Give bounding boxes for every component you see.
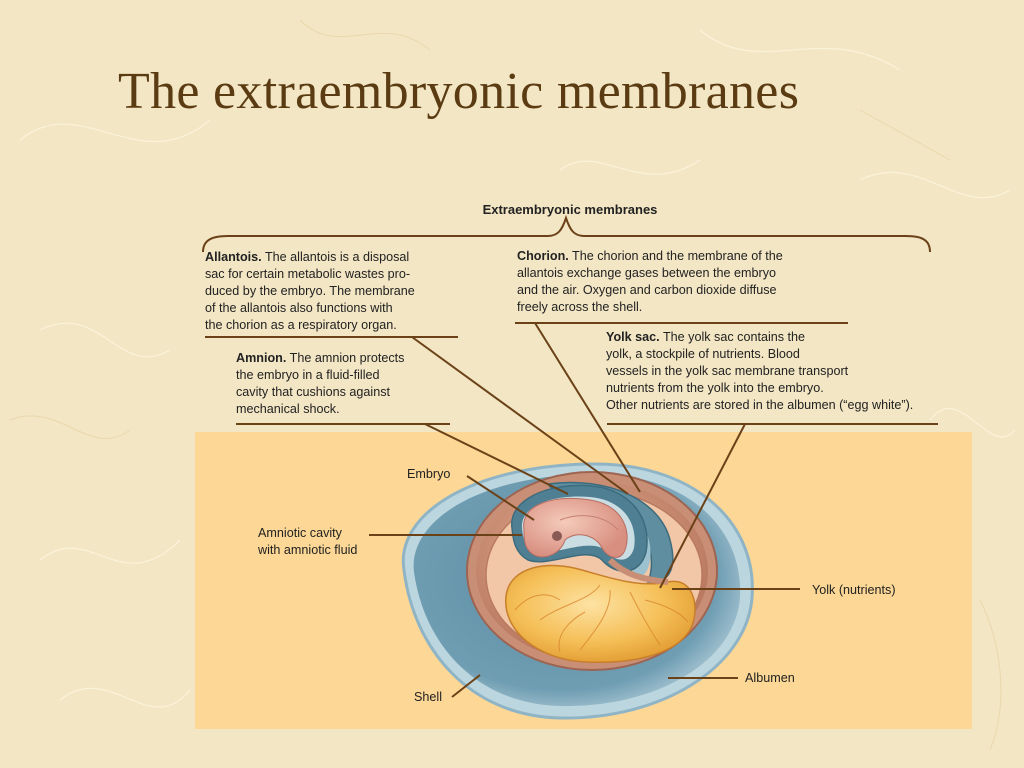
allantois-term: Allantois. <box>205 250 262 264</box>
yolk-stalk <box>607 557 669 585</box>
amnion-line: cavity that cushions against <box>236 385 391 399</box>
description-underlines <box>205 322 938 425</box>
header-brace <box>202 214 931 253</box>
leader-lines <box>369 322 800 698</box>
embryo-label: Embryo <box>407 467 451 481</box>
allantois-description: Allantois. The allantois is a disposal s… <box>205 249 415 334</box>
amnion-term: Amnion. <box>236 351 287 365</box>
yolk-shape <box>505 564 696 664</box>
allantois-line: sac for certain metabolic wastes pro- <box>205 267 411 281</box>
chorion-line: allantois exchange gases between the emb… <box>517 266 777 280</box>
allantois-line: of the allantois also functions with <box>205 301 393 315</box>
allantois-line: duced by the embryo. The membrane <box>205 284 415 298</box>
chorion-line: and the air. Oxygen and carbon dioxide d… <box>517 283 777 297</box>
amnion-line: mechanical shock. <box>236 402 340 416</box>
albumen-label: Albumen <box>745 671 795 685</box>
chorion-line: The chorion and the membrane of the <box>572 249 783 263</box>
yolk-sac-description: Yolk sac. The yolk sac contains the yolk… <box>606 329 913 414</box>
allantois-line: The allantois is a disposal <box>264 250 410 264</box>
yolk-sac-line: Other nutrients are stored in the albume… <box>606 398 914 412</box>
amnion-line: The amnion protects <box>289 351 405 365</box>
slide-title: The extraembryonic membranes <box>118 63 800 120</box>
yolk-label: Yolk (nutrients) <box>812 583 896 597</box>
amnion-description: Amnion. The amnion protects the embryo i… <box>236 350 404 418</box>
amnion-line: the embryo in a fluid-filled <box>236 368 380 382</box>
yolk-sac-term: Yolk sac. <box>606 330 660 344</box>
embryo-shape <box>523 498 628 558</box>
yolk-sac-line: vessels in the yolk sac membrane transpo… <box>606 364 849 378</box>
yolk-sac-line: The yolk sac contains the <box>662 330 806 344</box>
chorion-term: Chorion. <box>517 249 569 263</box>
chorion-line: freely across the shell. <box>517 300 643 314</box>
yolk-sac-line: yolk, a stockpile of nutrients. Blood <box>606 347 800 361</box>
chorion-description: Chorion. The chorion and the membrane of… <box>517 248 783 316</box>
shell-label: Shell <box>414 690 443 704</box>
amniotic-cavity-label-line2: with amniotic fluid <box>258 543 358 557</box>
extraembryonic-membranes-header: Extraembryonic membranes <box>482 202 658 217</box>
amniotic-cavity-label-line1: Amniotic cavity <box>258 526 342 540</box>
allantois-line: the chorion as a respiratory organ. <box>205 318 397 332</box>
yolk-sac-line: nutrients from the yolk into the embryo. <box>606 381 824 395</box>
